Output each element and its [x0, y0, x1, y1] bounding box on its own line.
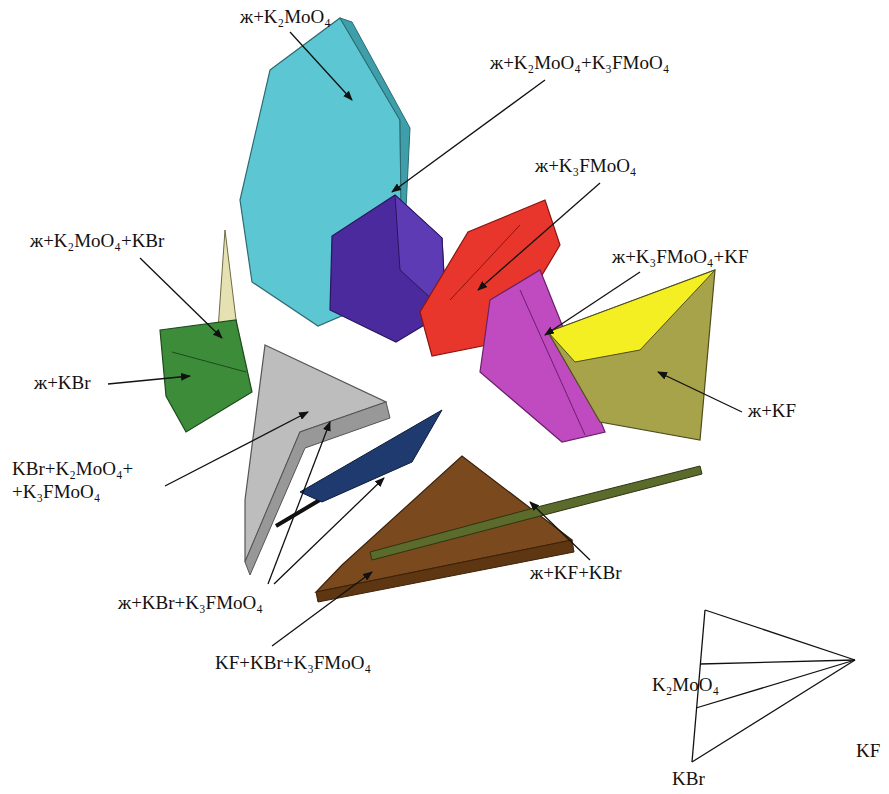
phase-label: KBr+K₂MoO₄+ +K₃FMoO₄	[12, 458, 162, 504]
olive-bar	[370, 466, 702, 560]
phase-label: ж+K₂MoO₄+K₃FMoO₄	[490, 52, 669, 75]
navy-sheet	[300, 410, 442, 502]
phase-label: ж+KBr	[34, 372, 91, 395]
phase-label: ж+KF+KBr	[530, 562, 622, 585]
phase-label: KBr	[672, 768, 705, 791]
green-volume	[160, 320, 252, 432]
phase-label: KF+KBr+K₃FMoO₄	[215, 652, 371, 675]
phase-label: KF	[856, 740, 880, 763]
phase-label: ж+KF	[748, 400, 796, 423]
phase-label: ж+KBr+K₃FMoO₄	[118, 592, 263, 615]
phase-label: ж+K₃FMoO₄+KF	[612, 246, 749, 269]
olive-volume	[548, 270, 715, 440]
phase-label: K₂MoO₄	[652, 674, 719, 697]
phase-label: ж+K₂MoO₄+KBr	[30, 230, 164, 253]
phase-label: ж+K₃FMoO₄	[535, 155, 637, 178]
leader-arrows	[108, 32, 742, 646]
phase-label: ж+K₂MoO₄	[240, 6, 331, 29]
